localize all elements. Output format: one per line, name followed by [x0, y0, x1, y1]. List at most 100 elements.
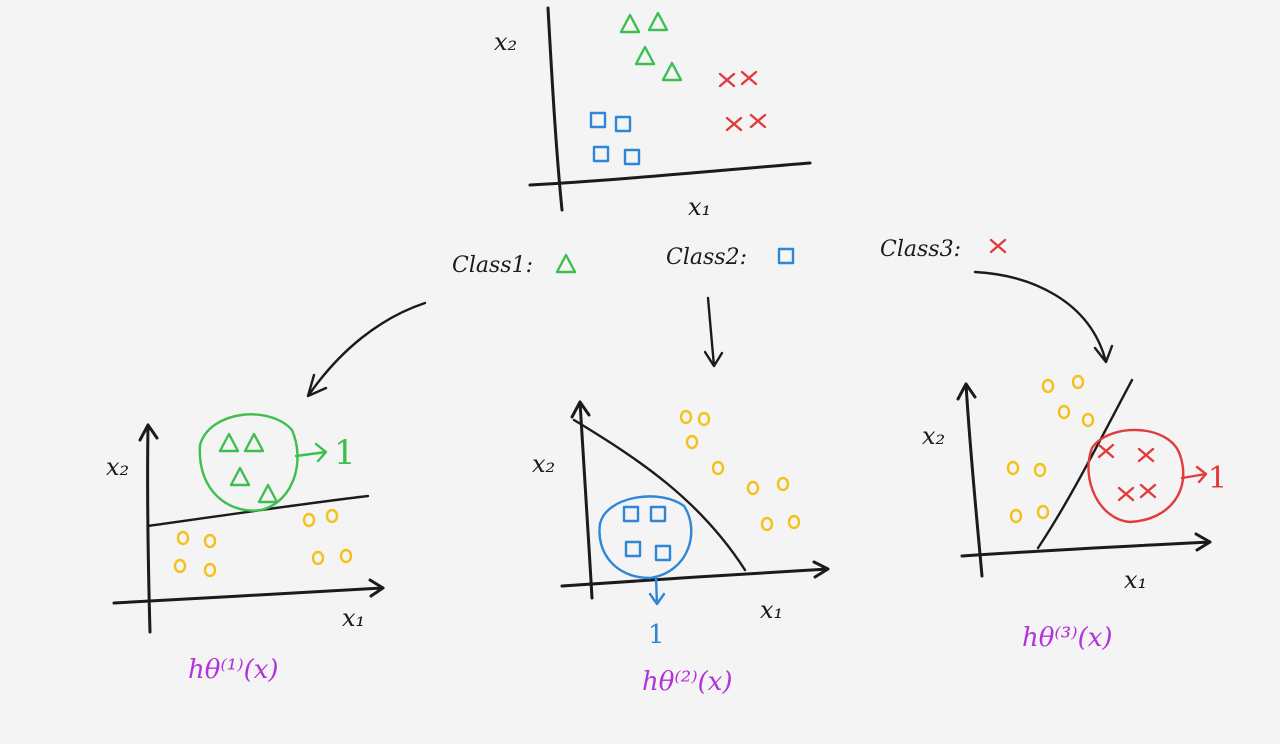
plot1-other-points	[173, 508, 353, 578]
plot3-decision-boundary	[1036, 378, 1134, 550]
triangle-point	[661, 61, 683, 82]
arrow-to-class2-plot	[703, 296, 724, 368]
plot2-square-points	[622, 505, 672, 562]
top-x-axis	[528, 161, 812, 187]
plot2-output-value: 1	[648, 620, 665, 650]
square-point	[654, 544, 672, 562]
plot2-y-axis-label: x₂	[532, 450, 555, 478]
top-x-axis-label: x₁	[688, 193, 711, 221]
cross-point	[740, 70, 758, 86]
top-square-points	[589, 111, 641, 166]
triangle-icon	[555, 253, 577, 274]
cross-icon	[989, 238, 1007, 254]
other-point	[760, 516, 774, 532]
triangle-point	[647, 11, 669, 32]
cross-point	[1097, 443, 1115, 459]
other-point	[679, 409, 693, 425]
other-point	[1009, 508, 1023, 524]
other-point	[203, 562, 217, 578]
other-point	[325, 508, 339, 524]
top-cross-points	[718, 70, 767, 132]
square-point	[624, 540, 642, 558]
other-point	[1041, 378, 1055, 394]
other-point	[1036, 504, 1050, 520]
other-point	[1071, 374, 1085, 390]
plot3-x-axis-label: x₁	[1124, 566, 1147, 594]
flow-arrows	[306, 270, 1114, 398]
cross-point	[1139, 483, 1157, 499]
plot1-hypothesis-label: hθ⁽¹⁾(x)	[188, 655, 279, 685]
plot2-y-axis	[570, 400, 594, 600]
plot3-output-value: 1	[1208, 461, 1227, 496]
plot3-hypothesis-label: hθ⁽³⁾(x)	[1022, 623, 1113, 653]
class1-vs-rest-plot: x₂ x₁ 1 hθ⁽¹⁾(x)	[106, 413, 385, 685]
class1-label: Class1:	[452, 253, 533, 278]
plot1-y-axis-label: x₂	[106, 453, 129, 481]
other-point	[1033, 462, 1047, 478]
square-point	[649, 505, 667, 523]
triangle-point	[634, 45, 656, 66]
class-legend: Class1: Class2: Class3:	[452, 237, 1007, 278]
arrow-to-class3-plot	[973, 270, 1114, 364]
cross-point	[1117, 486, 1135, 502]
square-icon	[777, 247, 795, 265]
top-triangle-points	[619, 11, 683, 82]
plot2-x-axis	[560, 560, 830, 588]
plot3-cross-points	[1097, 443, 1157, 502]
plot3-class-enclosure	[1087, 428, 1185, 524]
cross-point	[749, 113, 767, 129]
cross-point	[725, 116, 743, 132]
plot3-output-arrow	[1180, 465, 1208, 484]
class2-vs-rest-plot: x₂ x₁ 1 hθ⁽²⁾(x)	[532, 400, 830, 697]
other-point	[1057, 404, 1071, 420]
other-point	[302, 512, 316, 528]
square-point	[592, 145, 610, 163]
class2-label: Class2:	[666, 245, 747, 270]
other-point	[311, 550, 325, 566]
square-point	[614, 115, 632, 133]
class3-label: Class3:	[880, 237, 961, 262]
other-point	[203, 533, 217, 549]
other-point	[776, 476, 790, 492]
class3-legend: Class3:	[880, 237, 1007, 262]
other-point	[339, 548, 353, 564]
top-y-axis-label: x₂	[494, 28, 517, 56]
triangle-point	[619, 13, 641, 34]
plot1-output-value: 1	[334, 433, 356, 473]
other-point	[746, 480, 760, 496]
plot2-class-enclosure	[598, 495, 693, 580]
plot1-x-axis	[112, 578, 385, 605]
top-y-axis	[546, 6, 564, 212]
triangle-point	[257, 483, 279, 504]
plot3-x-axis	[960, 532, 1212, 558]
triangle-point	[243, 432, 265, 453]
class2-legend: Class2:	[666, 245, 795, 270]
square-point	[623, 148, 641, 166]
plot1-x-axis-label: x₁	[342, 604, 365, 632]
plot2-x-axis-label: x₁	[760, 596, 783, 624]
square-point	[589, 111, 607, 129]
triangle-point	[218, 432, 240, 453]
square-point	[622, 505, 640, 523]
plot3-y-axis	[956, 382, 984, 578]
other-point	[173, 558, 187, 574]
plot2-hypothesis-label: hθ⁽²⁾(x)	[642, 667, 733, 697]
plot2-output-arrow	[648, 576, 666, 606]
other-point	[685, 434, 699, 450]
class1-legend: Class1:	[452, 253, 577, 278]
cross-point	[718, 72, 736, 88]
plot2-decision-boundary	[572, 418, 747, 572]
plot1-class-enclosure	[198, 413, 299, 512]
plot3-y-axis-label: x₂	[922, 422, 945, 450]
triangle-point	[229, 466, 251, 487]
other-point	[1081, 412, 1095, 428]
plot3-other-points	[1006, 374, 1095, 524]
other-point	[1006, 460, 1020, 476]
other-point	[697, 411, 711, 427]
cross-point	[1137, 447, 1155, 463]
other-point	[787, 514, 801, 530]
plot1-output-arrow	[294, 442, 328, 463]
plot1-triangle-points	[218, 432, 279, 504]
other-point	[176, 530, 190, 546]
